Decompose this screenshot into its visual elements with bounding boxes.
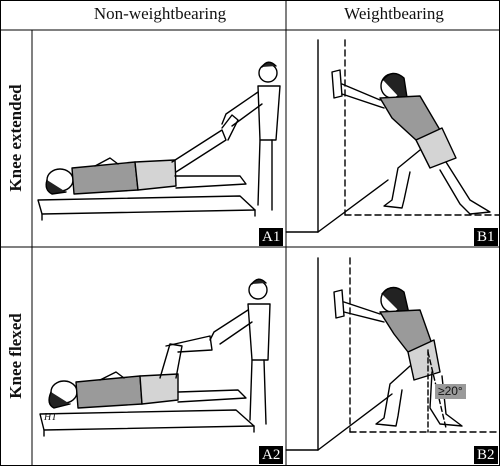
panel-label-b1: B1: [474, 228, 498, 246]
header-weightbearing: Weightbearing: [344, 4, 444, 23]
panel-label-a1: A1: [259, 228, 284, 246]
header-non-weightbearing: Non-weightbearing: [93, 4, 227, 23]
row-label-knee-extended: Knee extended: [6, 84, 25, 192]
illustration-a2: [39, 278, 271, 437]
row-label-knee-flexed: Knee flexed: [6, 313, 25, 399]
illustration-a1: [37, 61, 281, 221]
illustration-b2: [285, 257, 500, 451]
angle-annotation: ≥20°: [435, 384, 466, 399]
artist-initials: HT: [44, 412, 57, 423]
panel-label-a2: A2: [259, 446, 284, 464]
panel-label-b2: B2: [474, 446, 498, 464]
illustration-b1: [285, 39, 500, 233]
